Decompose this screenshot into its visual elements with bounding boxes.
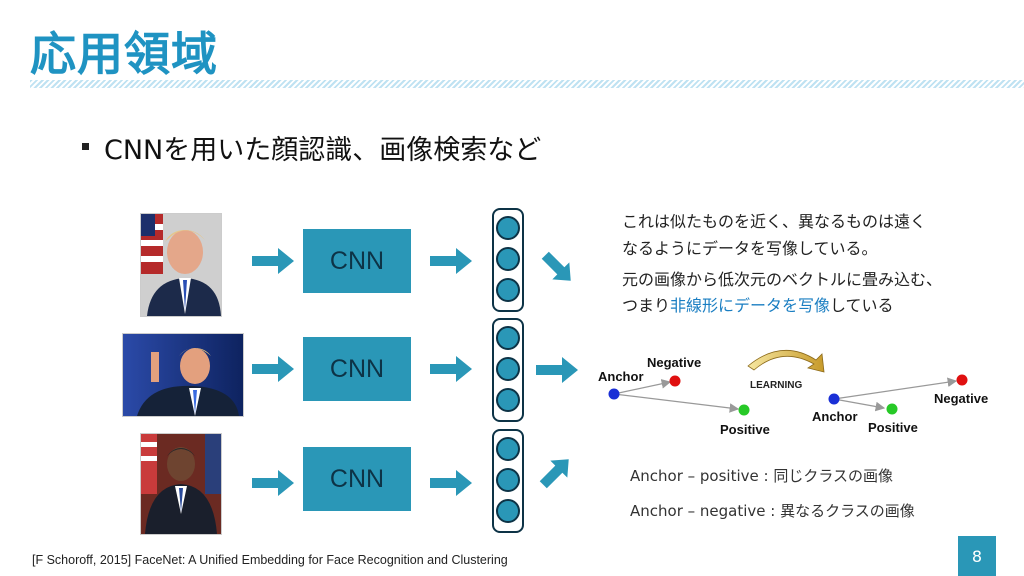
arrow-right-icon — [252, 248, 294, 274]
arrow-right-icon — [252, 356, 294, 382]
anchor-negative-edge — [613, 379, 672, 395]
learning-label: LEARNING — [750, 380, 802, 391]
vector-element — [496, 278, 520, 302]
face-photo-2 — [122, 333, 244, 417]
anchor-label: Anchor — [812, 409, 858, 424]
learning-arrow-icon — [747, 349, 825, 373]
cnn-box-1: CNN — [303, 229, 411, 293]
bullet-marker — [82, 143, 89, 150]
highlighted-text: 非線形にデータを写像 — [670, 296, 831, 315]
vector-element — [496, 247, 520, 271]
arrow-right-icon — [430, 248, 472, 274]
note-line-highlighted: つまり非線形にデータを写像している — [622, 292, 894, 316]
slide-title: 応用領域 — [30, 27, 218, 81]
face-photo-1 — [140, 213, 222, 317]
embedding-vector-1 — [492, 208, 524, 312]
face-photo-3 — [140, 433, 222, 535]
anchor-point — [608, 388, 620, 400]
legend-anchor-negative: Anchor – negative : 異なるクラスの画像 — [630, 502, 915, 520]
negative-point — [956, 374, 968, 386]
triplet-loss-diagram: Anchor Negative Positive LEARNING Anchor… — [598, 349, 988, 437]
note-line: 元の画像から低次元のベクトルに畳み込む、 — [622, 270, 943, 289]
vector-element — [496, 437, 520, 461]
anchor-label: Anchor — [598, 369, 644, 384]
vector-element — [496, 357, 520, 381]
bullet-text: CNNを用いた顔認識、画像検索など — [104, 135, 542, 166]
page-number: 8 — [958, 536, 996, 576]
positive-point — [886, 403, 898, 415]
arrow-up-right-icon — [539, 459, 569, 489]
arrow-down-right-icon — [541, 251, 571, 281]
anchor-point — [828, 393, 840, 405]
anchor-negative-edge — [833, 377, 958, 400]
vector-element — [496, 216, 520, 240]
vector-element — [496, 499, 520, 523]
embedding-vector-3 — [492, 429, 524, 533]
note-text: している — [830, 296, 894, 315]
anchor-positive-edge — [833, 398, 886, 412]
note-line: これは似たものを近く、異なるものは遠く — [622, 212, 927, 231]
positive-label: Positive — [868, 420, 918, 435]
vector-element — [496, 326, 520, 350]
anchor-positive-edge — [613, 393, 740, 413]
vector-element — [496, 468, 520, 492]
title-underline — [30, 80, 1024, 88]
embedding-vector-2 — [492, 318, 524, 422]
positive-point — [738, 404, 750, 416]
legend-anchor-positive: Anchor – positive : 同じクラスの画像 — [630, 467, 894, 485]
positive-label: Positive — [720, 422, 770, 437]
arrow-right-icon — [536, 357, 578, 383]
note-line: なるようにデータを写像している。 — [622, 239, 878, 258]
vector-element — [496, 388, 520, 412]
arrow-right-icon — [252, 470, 294, 496]
arrow-right-icon — [430, 356, 472, 382]
negative-label: Negative — [934, 391, 988, 406]
note-text: つまり — [622, 296, 671, 315]
arrow-right-icon — [430, 470, 472, 496]
cnn-box-2: CNN — [303, 337, 411, 401]
negative-label: Negative — [647, 355, 701, 370]
citation: [F Schoroff, 2015] FaceNet: A Unified Em… — [32, 553, 508, 567]
negative-point — [669, 375, 681, 387]
cnn-box-3: CNN — [303, 447, 411, 511]
